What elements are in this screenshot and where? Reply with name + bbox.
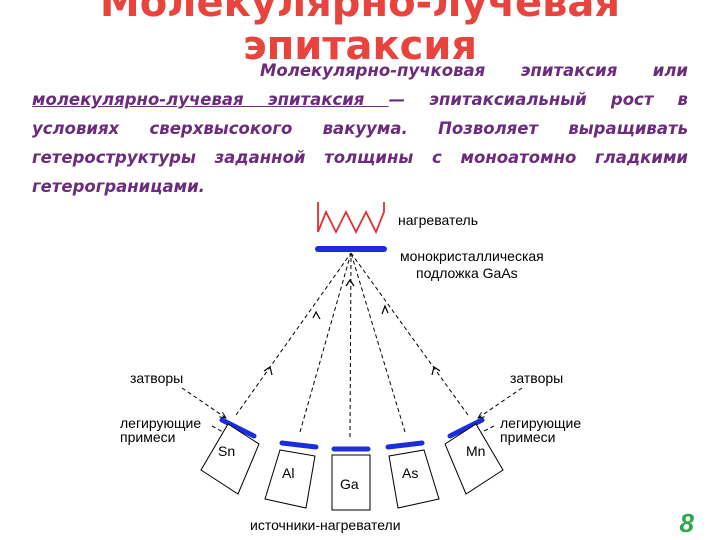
cell-label-as: As [402, 465, 418, 481]
heater-coil [317, 202, 385, 235]
paragraph-lead: Молекулярно-пучковая эпитаксия или [260, 61, 688, 80]
source-cell-sn: Sn [200, 417, 260, 495]
cell-label-al: Al [282, 465, 294, 481]
cell-label-ga: Ga [340, 476, 359, 492]
dopants-label-left-line2: примеси [120, 429, 175, 445]
definition-paragraph: Молекулярно-пучковая эпитаксия или молек… [32, 56, 688, 201]
shutter-al [279, 440, 319, 450]
shutters-label-left: затворы [130, 370, 183, 386]
shutter-sn [219, 417, 257, 439]
source-cell-al: Al [264, 440, 319, 509]
dopants-label-right-line1: легирующие [500, 415, 581, 431]
source-cell-as: As [385, 440, 440, 509]
paragraph-term: молекулярно-лучевая эпитаксия [32, 90, 389, 109]
shutter-mn [447, 417, 485, 439]
slide-title-line1: Молекулярно-лучевая [99, 0, 621, 26]
substrate-label-line1: монокристаллическая [400, 248, 544, 264]
shutters-label-right: затворы [510, 370, 563, 386]
shutter-as [385, 440, 425, 450]
molecular-beams [235, 252, 469, 438]
paragraph-rest: — эпитаксиальный рост в условиях сверхвы… [32, 90, 688, 196]
dopants-label-left-line1: легирующие [120, 415, 201, 431]
cell-label-sn: Sn [218, 443, 235, 459]
page-number: 8 [679, 508, 694, 538]
heater-label: нагреватель [398, 212, 478, 228]
slide-title-line2: эпитаксия [242, 23, 478, 69]
source-cell-mn: Mn [444, 417, 504, 495]
cell-label-mn: Mn [466, 443, 485, 459]
source-cell-ga: Ga [331, 446, 371, 511]
beam-arrows [263, 278, 441, 376]
dopants-label-right-line2: примеси [500, 429, 555, 445]
sources-label: источники-нагреватели [250, 517, 401, 533]
substrate-label-line2: подложка GaAs [416, 265, 518, 281]
